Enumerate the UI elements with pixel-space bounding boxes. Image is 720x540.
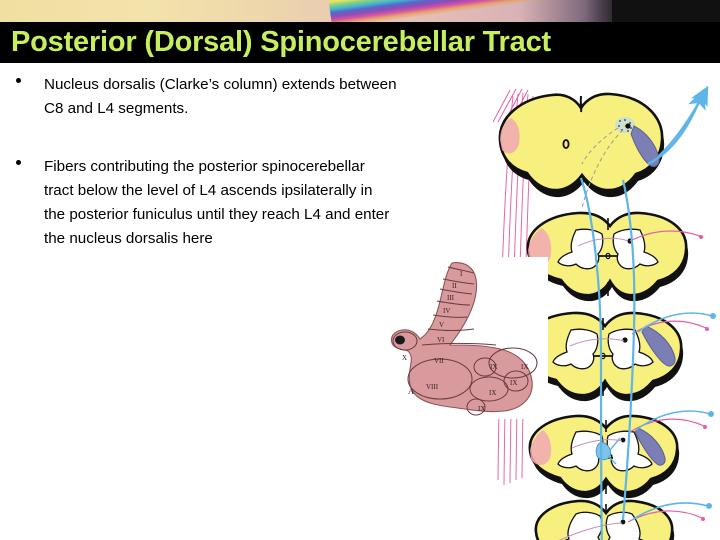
lumbar-cord-section	[528, 414, 680, 499]
ascending-column-lines	[579, 177, 636, 540]
bullet-dot-icon	[16, 160, 21, 165]
nucleus-dorsalis-band	[641, 325, 676, 367]
lamina-label: IX	[521, 363, 529, 371]
laminae-svg	[390, 262, 538, 416]
medulla-level-section	[498, 92, 665, 209]
lamina-label: II	[452, 282, 457, 290]
lamina-label: VI	[437, 336, 445, 344]
lamina-label: III	[447, 294, 454, 302]
bullet-list: Nucleus dorsalis (Clarke’s column) exten…	[0, 63, 400, 251]
list-item: Fibers contributing the posterior spinoc…	[0, 155, 400, 251]
lamina-label: V	[439, 321, 445, 329]
tract-diagram-svg	[492, 85, 716, 540]
page-title: Posterior (Dorsal) Spinocerebellar Tract	[11, 26, 551, 58]
sacral-cord-section	[534, 499, 675, 540]
spinocerebellar-tract-diagram	[380, 60, 720, 540]
title-bar	[0, 22, 720, 63]
banner-dark-right	[612, 0, 720, 22]
lamina-label: IX	[510, 379, 518, 387]
blue-neuron-cluster	[595, 437, 621, 465]
thoracic-cord-section	[521, 311, 684, 402]
accessory-cuneate-nucleus	[615, 117, 635, 133]
bullet-text: Fibers contributing the posterior spinoc…	[44, 158, 390, 247]
ascending-tract-arrows	[647, 85, 709, 166]
bullet-text: Nucleus dorsalis (Clarke’s column) exten…	[44, 76, 397, 117]
spinocerebellar-tract-band	[630, 125, 660, 167]
lamina-label: VII	[434, 357, 444, 365]
lamina-label: X	[402, 354, 408, 362]
panel-label-a: A	[408, 386, 415, 396]
list-item: Nucleus dorsalis (Clarke’s column) exten…	[0, 73, 400, 121]
lamina-label: IX	[478, 405, 486, 413]
lamina-label: IX	[490, 363, 498, 371]
lamina-label: IV	[443, 307, 451, 315]
lamina-label: IX	[489, 389, 497, 397]
bullet-dot-icon	[16, 78, 21, 83]
lamina-label: I	[460, 270, 463, 278]
cervical-cord-section	[526, 211, 689, 302]
decorative-banner	[0, 0, 720, 22]
lamina-label: VIII	[426, 383, 439, 391]
